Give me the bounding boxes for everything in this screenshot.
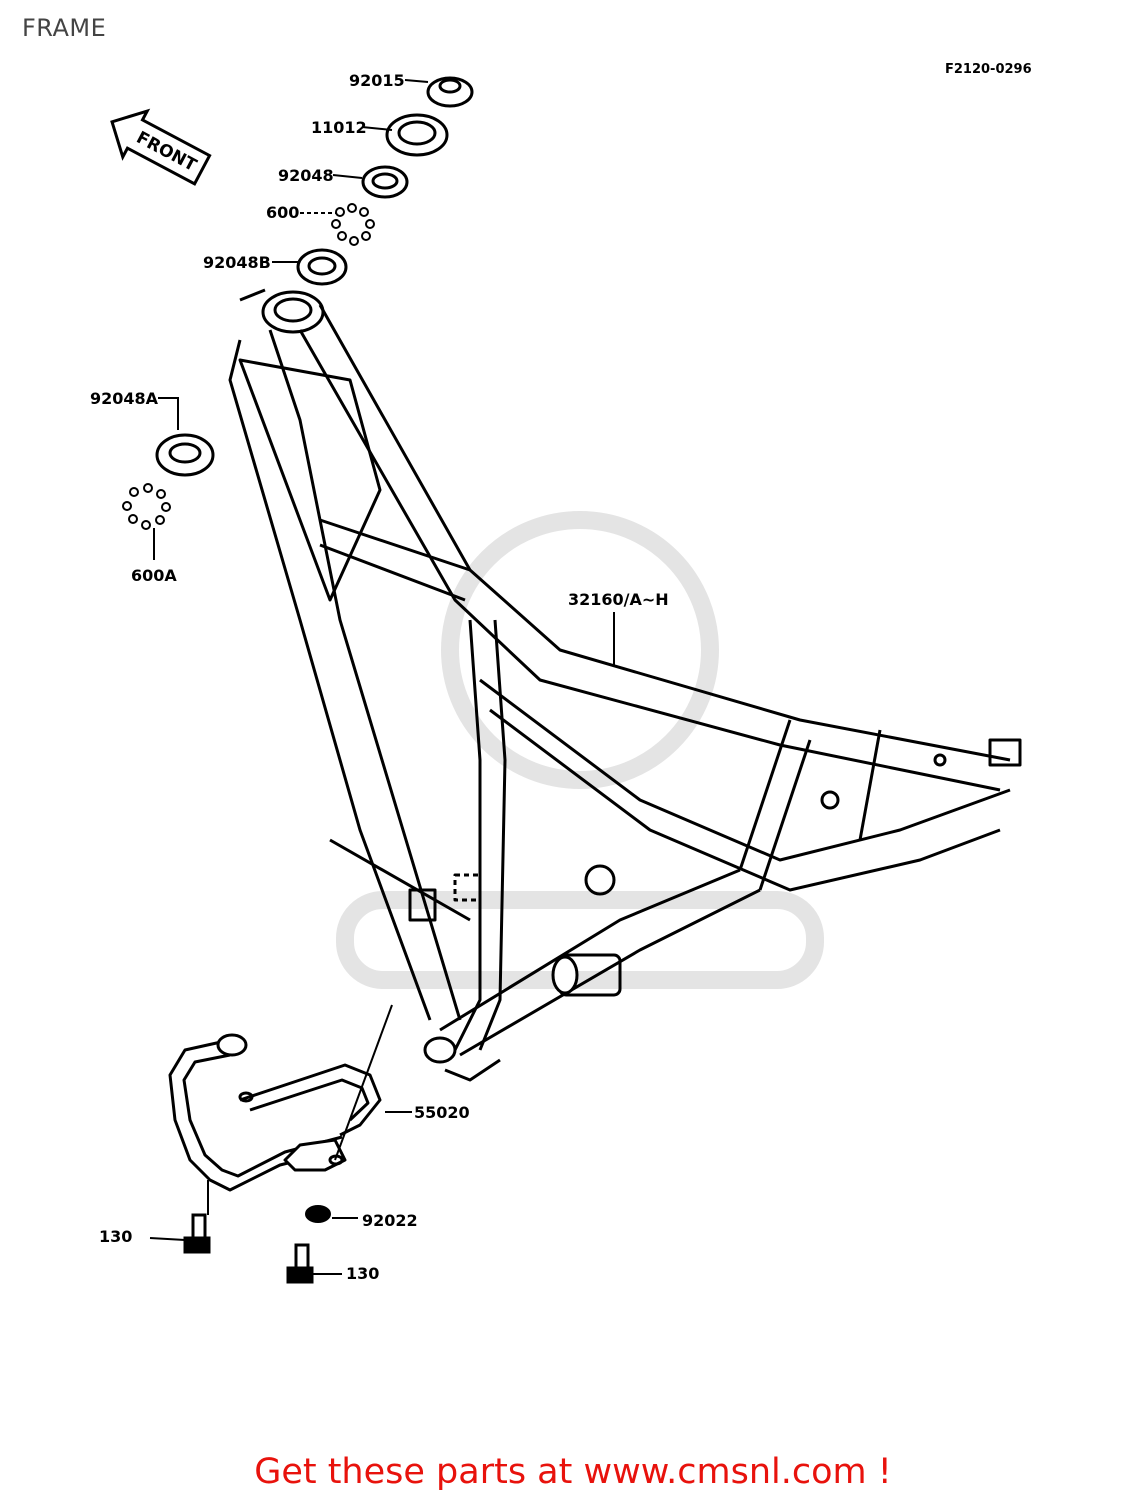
part-label-11012: 11012 [311,118,367,137]
part-label-92048a: 92048A [90,389,159,408]
watermark-logo [336,511,824,989]
bolt-130-left [183,1213,211,1254]
head-nut-92015 [426,76,474,108]
washer-92022 [305,1205,331,1223]
part-label-92015: 92015 [349,71,405,90]
part-label-32160: 32160/A~H [568,590,669,609]
part-label-92048: 92048 [278,166,334,185]
part-label-55020: 55020 [414,1103,470,1122]
engine-guard-55020 [168,1033,382,1192]
part-label-130-left: 130 [99,1227,133,1246]
bolt-130-right [286,1243,314,1284]
frame-32160 [228,288,1022,1082]
leader-lines [149,79,615,1275]
part-label-600: 600 [266,203,300,222]
part-label-600a: 600A [131,566,177,585]
footer-link[interactable]: Get these parts at www.cmsnl.com ! [254,1452,892,1492]
figure-code: F2120-0296 [945,62,1032,77]
part-label-130-right: 130 [346,1264,380,1283]
front-arrow-icon: FRONT [110,108,212,186]
race-92048 [361,165,409,199]
bearing-11012 [385,113,449,157]
part-label-92022: 92022 [362,1211,418,1230]
race-92048a [155,433,215,477]
page-title: FRAME [22,14,107,42]
part-label-92048b: 92048B [203,253,271,272]
race-92048b [296,248,348,286]
ball-ring-600 [331,203,375,246]
ball-ring-600a [122,483,171,530]
